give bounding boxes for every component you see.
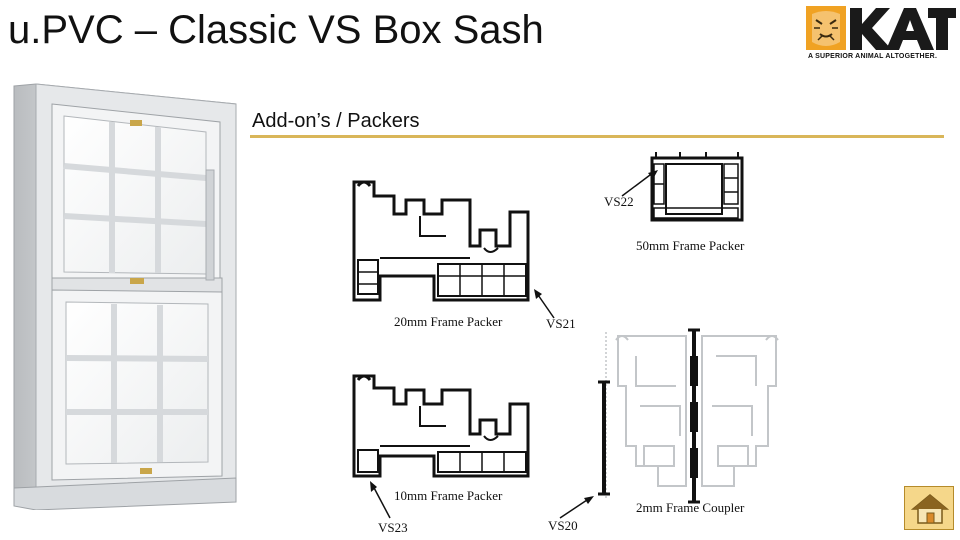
label-2mm-frame-coupler: 2mm Frame Coupler: [636, 500, 745, 515]
frame-packer-10mm-drawing: [352, 374, 530, 478]
frame-packer-20mm-drawing: [352, 180, 530, 302]
sash-window-illustration: [13, 83, 237, 510]
label-10mm-frame-packer: 10mm Frame Packer: [394, 488, 503, 503]
label-50mm-frame-packer: 50mm Frame Packer: [636, 238, 745, 253]
vs22-profile-drawing: [650, 152, 744, 222]
frame-coupler-2mm-drawing: [605, 328, 779, 504]
slide-title: u.PVC – Classic VS Box Sash: [8, 8, 544, 52]
label-vs20: VS20: [548, 518, 578, 533]
home-icon: [911, 494, 949, 524]
logo-tagline: A SUPERIOR ANIMAL ALTOGETHER.: [808, 53, 938, 60]
coupler-side-view-drawing: [598, 380, 610, 496]
label-vs21: VS21: [546, 316, 576, 331]
vs20-leader-line: [559, 496, 594, 519]
subtitle-rule: [250, 135, 944, 138]
kat-logo: [806, 6, 956, 50]
vs23-leader-line: [370, 481, 391, 519]
label-vs22: VS22: [604, 194, 634, 209]
vs22-leader-line: [621, 170, 658, 197]
slide-subtitle: Add-on’s / Packers: [252, 110, 420, 132]
home-button[interactable]: [904, 486, 954, 530]
label-20mm-frame-packer: 20mm Frame Packer: [394, 314, 503, 329]
label-vs23: VS23: [378, 520, 408, 535]
vs21-leader-line: [534, 289, 555, 319]
